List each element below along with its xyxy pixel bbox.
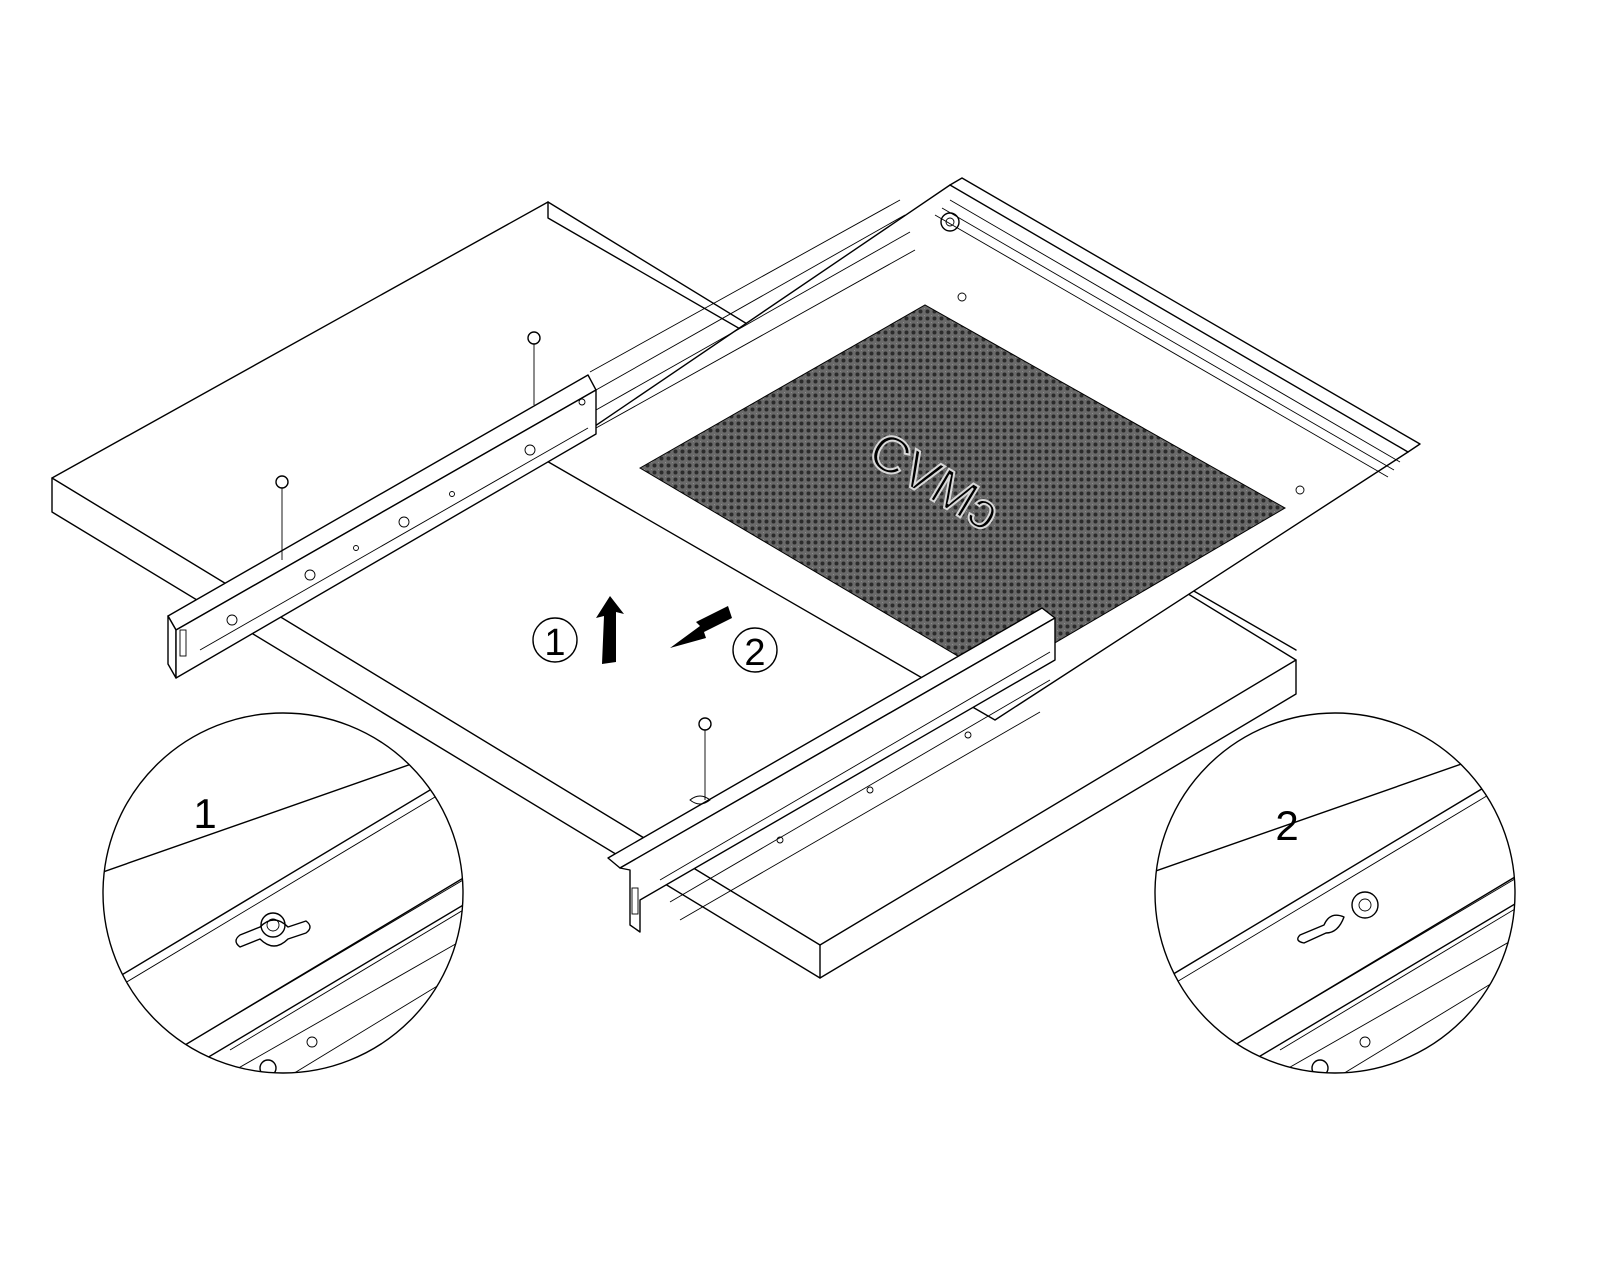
desk-panel (51, 201, 1297, 979)
mesh-pad (639, 304, 1287, 679)
detail-view-2: 2 (1154, 712, 1516, 1074)
right-slide-rail (607, 607, 1056, 933)
step-1-number: 1 (544, 622, 565, 664)
step-2-marker: 2 (732, 627, 778, 674)
down-left-arrow-icon (670, 606, 732, 648)
up-arrow-icon (596, 596, 624, 664)
detail-view-1: 1 (102, 712, 464, 1074)
step-2-number: 2 (744, 632, 765, 674)
screw-markers (275, 331, 712, 800)
detail-label-2: 2 (1275, 802, 1298, 849)
step-1-marker: 1 (532, 617, 578, 664)
detail-label-1: 1 (193, 790, 216, 837)
left-slide-rail (167, 199, 916, 679)
keyboard-tray: CVMɔ (544, 177, 1421, 721)
